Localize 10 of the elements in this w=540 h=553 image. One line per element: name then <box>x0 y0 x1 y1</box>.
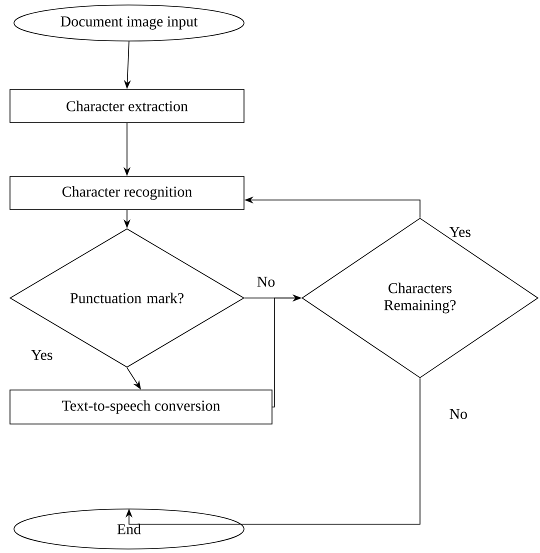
edge-label: Yes <box>31 350 52 360</box>
edge-label: No <box>450 409 467 419</box>
edge-label: Yes <box>449 227 470 237</box>
process-box: Text-to-speech conversion <box>10 390 272 424</box>
end-terminal: End <box>14 508 244 550</box>
process-box: Character extraction <box>10 89 244 123</box>
process-box: Character recognition <box>10 176 244 210</box>
arrow <box>125 378 420 525</box>
start-terminal: Document image input <box>14 4 244 42</box>
edge-label: No <box>257 276 275 287</box>
